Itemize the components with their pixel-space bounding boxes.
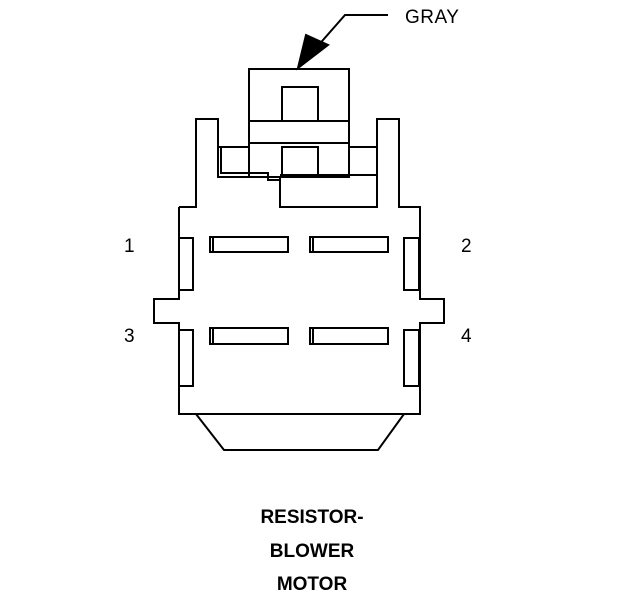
connector-body — [153, 118, 445, 451]
pin-number-4: 4 — [461, 326, 472, 347]
pin-number-2: 2 — [461, 236, 472, 257]
terminal-cavity-2 — [309, 236, 389, 253]
terminal-cavity-1 — [209, 236, 289, 253]
terminal-cavities — [209, 236, 389, 345]
pin-number-3: 3 — [124, 326, 135, 347]
wire-color-callout: GRAY — [405, 7, 460, 28]
title-line-3: MOTOR — [276, 574, 348, 595]
title-line-2: BLOWER — [269, 541, 355, 562]
terminal-cavity-4 — [309, 327, 389, 345]
terminal-cavity-3 — [209, 327, 289, 345]
connector-latch — [248, 68, 350, 178]
callout-leader — [296, 14, 388, 71]
title-line-1: RESISTOR- — [260, 507, 364, 528]
pin-number-1: 1 — [124, 236, 135, 257]
